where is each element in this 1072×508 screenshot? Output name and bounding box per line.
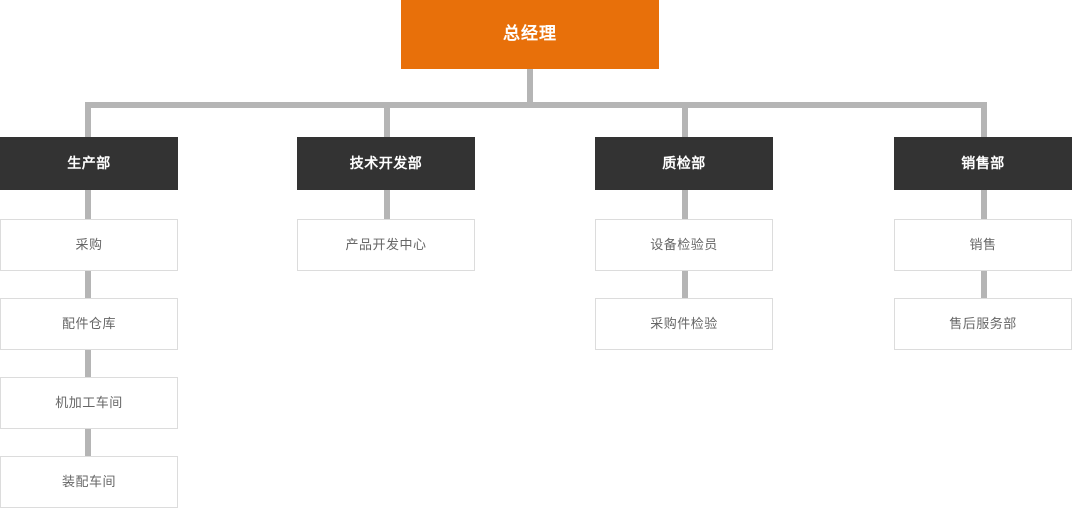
connector-root-stem xyxy=(527,69,533,108)
node-sub-sales[interactable]: 销售 xyxy=(894,219,1072,271)
node-dept-label: 销售部 xyxy=(961,155,1005,172)
connector-bus-to-dept-2 xyxy=(384,102,390,142)
node-sub-after-sales-service[interactable]: 售后服务部 xyxy=(894,298,1072,350)
node-sub-label: 装配车间 xyxy=(61,474,116,490)
connector-col1-sub1-to-sub2 xyxy=(85,267,91,303)
node-sub-label: 产品开发中心 xyxy=(345,237,427,253)
node-sub-label: 设备检验员 xyxy=(650,237,718,253)
node-sub-label: 机加工车间 xyxy=(55,395,123,411)
node-dept-tech-development[interactable]: 技术开发部 xyxy=(297,137,475,190)
node-sub-purchased-parts-inspection[interactable]: 采购件检验 xyxy=(595,298,773,350)
node-dept-label: 技术开发部 xyxy=(349,155,423,172)
connector-col4-sub1-to-sub2 xyxy=(981,267,987,303)
node-sub-product-development-center[interactable]: 产品开发中心 xyxy=(297,219,475,271)
node-dept-label: 生产部 xyxy=(67,155,111,172)
connector-col3-sub1-to-sub2 xyxy=(682,267,688,303)
node-sub-label: 采购 xyxy=(75,237,103,253)
node-sub-equipment-inspector[interactable]: 设备检验员 xyxy=(595,219,773,271)
node-sub-assembly-workshop[interactable]: 装配车间 xyxy=(0,456,178,508)
node-sub-parts-warehouse[interactable]: 配件仓库 xyxy=(0,298,178,350)
node-sub-label: 售后服务部 xyxy=(949,316,1017,332)
node-dept-sales[interactable]: 销售部 xyxy=(894,137,1072,190)
connector-level1-bus xyxy=(85,102,987,108)
connector-bus-to-dept-4 xyxy=(981,102,987,142)
node-sub-label: 采购件检验 xyxy=(650,316,718,332)
connector-col2-dept-to-sub1 xyxy=(384,188,390,224)
node-dept-production[interactable]: 生产部 xyxy=(0,137,178,190)
connector-bus-to-dept-3 xyxy=(682,102,688,142)
connector-col1-dept-to-sub1 xyxy=(85,188,91,224)
connector-bus-to-dept-1 xyxy=(85,102,91,142)
node-sub-machining-workshop[interactable]: 机加工车间 xyxy=(0,377,178,429)
node-dept-quality-inspection[interactable]: 质检部 xyxy=(595,137,773,190)
connector-col4-dept-to-sub1 xyxy=(981,188,987,224)
node-root-general-manager[interactable]: 总经理 xyxy=(401,0,659,69)
connector-col1-sub3-to-sub4 xyxy=(85,425,91,461)
node-sub-procurement[interactable]: 采购 xyxy=(0,219,178,271)
connector-col3-dept-to-sub1 xyxy=(682,188,688,224)
node-sub-label: 配件仓库 xyxy=(61,316,116,332)
node-dept-label: 质检部 xyxy=(662,155,706,172)
node-root-label: 总经理 xyxy=(503,24,557,44)
connector-col1-sub2-to-sub3 xyxy=(85,346,91,382)
node-sub-label: 销售 xyxy=(969,237,997,253)
